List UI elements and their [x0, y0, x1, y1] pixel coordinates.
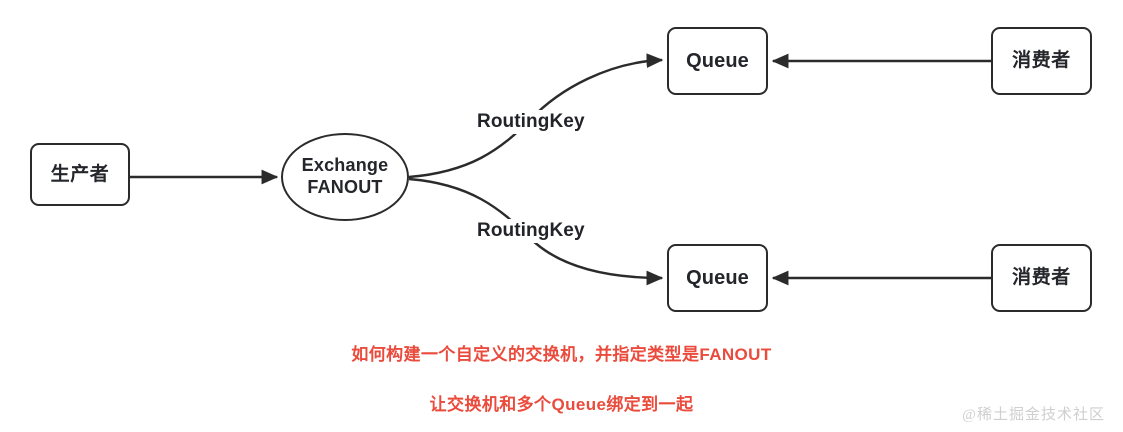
node-consumer-top-label: 消费者	[1012, 50, 1071, 72]
node-queue-bottom[interactable]: Queue	[667, 244, 768, 312]
node-exchange[interactable]: Exchange FANOUT	[281, 133, 409, 221]
node-consumer-top[interactable]: 消费者	[991, 27, 1092, 95]
node-producer[interactable]: 生产者	[30, 143, 130, 206]
node-queue-top[interactable]: Queue	[667, 27, 768, 95]
node-producer-label: 生产者	[50, 163, 110, 185]
watermark: @稀土掘金技术社区	[962, 407, 1105, 423]
node-consumer-bottom-label: 消费者	[1012, 267, 1071, 289]
node-queue-bottom-label: Queue	[686, 266, 749, 289]
node-queue-top-label: Queue	[686, 49, 749, 72]
node-exchange-label: Exchange FANOUT	[301, 155, 389, 197]
edge-label-routing-key-top: RoutingKey	[474, 110, 588, 134]
node-consumer-bottom[interactable]: 消费者	[991, 244, 1092, 312]
caption-line-1: 如何构建一个自定义的交换机，并指定类型是FANOUT	[351, 345, 772, 364]
edge-label-routing-key-bottom: RoutingKey	[474, 219, 588, 243]
caption-line-2: 让交换机和多个Queue绑定到一起	[429, 395, 694, 414]
